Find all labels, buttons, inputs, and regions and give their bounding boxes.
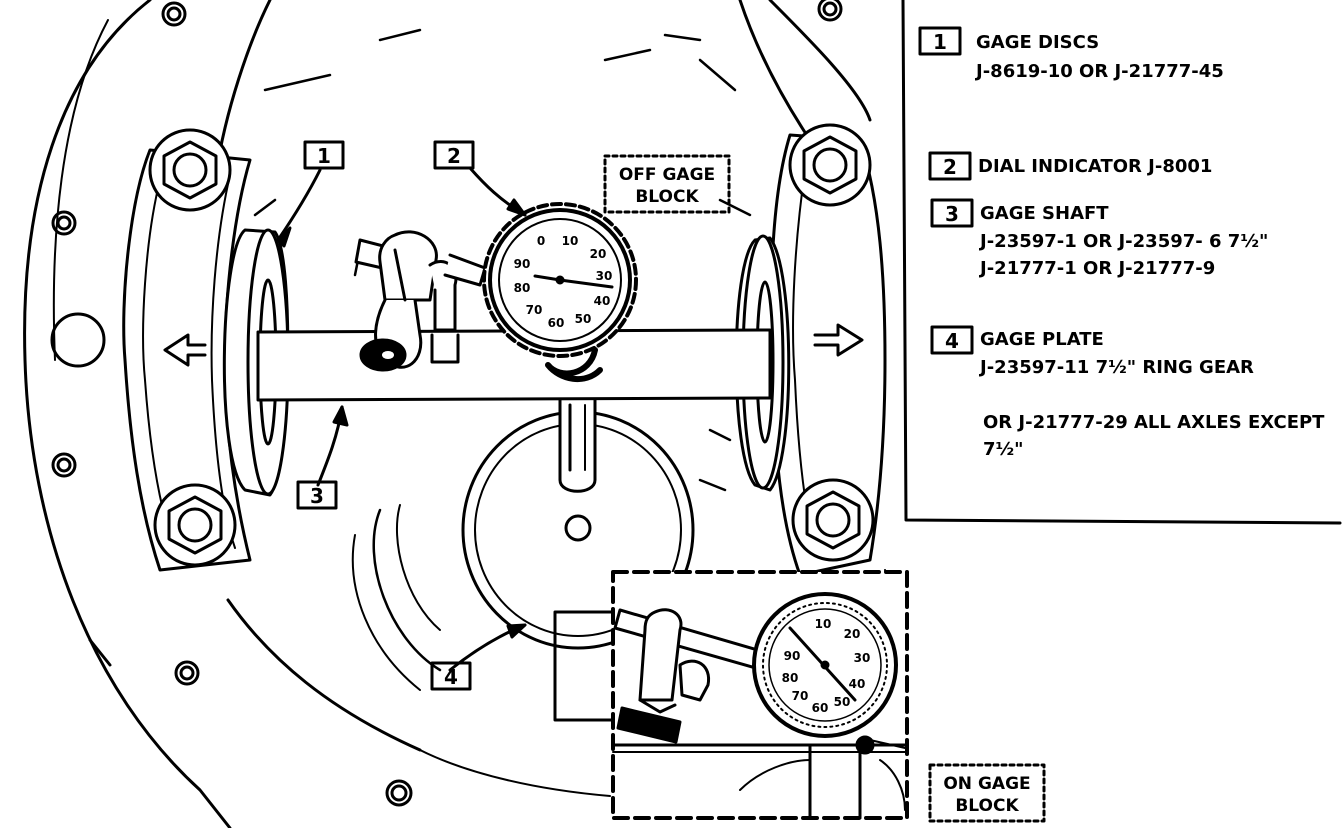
- legend-1-title: GAGE DISCS: [976, 32, 1099, 53]
- right-bearing-cap: [769, 123, 887, 577]
- legend-1-line-1: J-8619-10 OR J-21777-45: [974, 61, 1224, 82]
- legend-2-title: DIAL INDICATOR J-8001: [978, 156, 1212, 177]
- legend-4-line-4: 7½": [983, 439, 1024, 460]
- legend-3-line-2: J-21777-1 OR J-21777-9: [978, 258, 1215, 279]
- legend-3-line-1: J-23597-1 OR J-23597- 6 7½": [978, 231, 1268, 252]
- callout-4: 4: [444, 665, 458, 689]
- callout-1: 1: [317, 144, 331, 168]
- dial-bottom-70: 70: [792, 689, 809, 703]
- legend-3-number: 3: [945, 202, 959, 226]
- label-boxes: [296, 26, 1046, 823]
- legend: 1 GAGE DISCS J-8619-10 OR J-21777-45 2 D…: [933, 30, 1325, 460]
- legend-4-number: 4: [945, 329, 959, 353]
- callout-numbers: 1 2 3 4: [310, 144, 461, 689]
- off-gage-block-label: OFF GAGE BLOCK: [619, 165, 715, 207]
- legend-2-number: 2: [943, 155, 957, 179]
- dial-bottom-60: 60: [812, 701, 829, 715]
- on-block-line1: ON GAGE: [943, 774, 1030, 794]
- dial-top-80: 80: [514, 281, 531, 295]
- dial-indicator-top: [482, 202, 638, 383]
- on-gage-block-label: ON GAGE BLOCK: [943, 774, 1030, 816]
- on-gage-block-inset: [553, 570, 909, 820]
- dial-top-0: 0: [537, 234, 545, 248]
- dial-bottom-40: 40: [849, 677, 866, 691]
- shaft-clamp: [354, 230, 487, 372]
- dial-top-50: 50: [575, 312, 592, 326]
- dial-top-20: 20: [590, 247, 607, 261]
- callout-2: 2: [447, 144, 461, 168]
- carrier-housing: [23, 0, 900, 828]
- dial-top-60: 60: [548, 316, 565, 330]
- callout-3: 3: [310, 484, 324, 508]
- legend-panel-border: [901, 0, 1342, 525]
- legend-4-title: GAGE PLATE: [980, 329, 1104, 350]
- housing-bolt-holes: [50, 0, 843, 807]
- dial-bottom-80: 80: [782, 671, 799, 685]
- dial-top-70: 70: [526, 303, 543, 317]
- dial-bottom-90: 90: [784, 649, 801, 663]
- left-bearing-cap: [122, 128, 252, 572]
- legend-3-title: GAGE SHAFT: [980, 203, 1109, 224]
- dial-bottom-10: 10: [815, 617, 832, 631]
- callout-leaders: [276, 166, 527, 672]
- legend-4-line-3: OR J-21777-29 ALL AXLES EXCEPT: [983, 412, 1325, 433]
- dial-bottom-20: 20: [844, 627, 861, 641]
- dial-bottom-numbers: 10 20 30 40 50 60 70 80 90: [782, 617, 871, 715]
- legend-4-line-1: J-23597-11 7½" RING GEAR: [978, 357, 1254, 378]
- on-block-line2: BLOCK: [955, 796, 1019, 816]
- dial-top-90: 90: [514, 257, 531, 271]
- dial-top-numbers: 0 10 20 30 40 50 60 70 80 90: [514, 234, 613, 330]
- dial-top-40: 40: [594, 294, 611, 308]
- dial-top-30: 30: [596, 269, 613, 283]
- off-block-line1: OFF GAGE: [619, 165, 715, 185]
- dial-bottom-50: 50: [834, 695, 851, 709]
- off-block-line2: BLOCK: [635, 187, 699, 207]
- dial-bottom-30: 30: [854, 651, 871, 665]
- dial-top-10: 10: [562, 234, 579, 248]
- legend-1-number: 1: [933, 30, 947, 54]
